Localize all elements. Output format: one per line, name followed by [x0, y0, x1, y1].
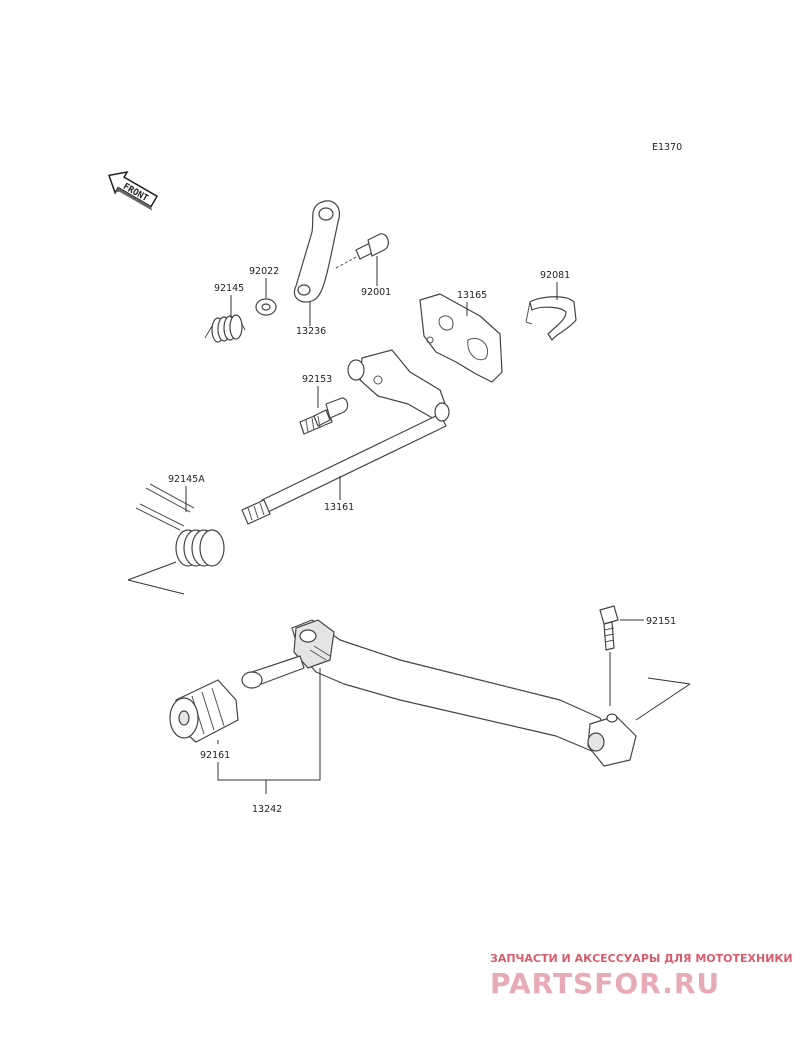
rubber-92161 [169, 679, 239, 743]
bolt-92151 [599, 605, 619, 706]
label-92153: 92153 [302, 374, 332, 385]
label-92081: 92081 [540, 270, 570, 281]
label-92161: 92161 [200, 750, 230, 761]
diagram-code: E1370 [652, 142, 682, 153]
label-92001: 92001 [361, 287, 391, 298]
lever-13236 [293, 200, 340, 303]
label-92145: 92145 [214, 283, 244, 294]
spring-92145 [204, 314, 246, 343]
spring-92145A [127, 483, 225, 595]
shift-pedal-13242 [241, 619, 691, 767]
clip-92081 [525, 296, 577, 341]
label-92022: 92022 [249, 266, 279, 277]
shift-shaft-13161 [241, 349, 450, 525]
label-13161: 13161 [324, 502, 354, 513]
plate-13165 [419, 293, 503, 383]
pin-92153 [299, 397, 349, 435]
label-13165: 13165 [457, 290, 487, 301]
label-13242: 13242 [252, 804, 282, 815]
watermark-logo: PARTSFOR.RU [490, 967, 720, 1000]
front-arrow-icon: FRONT [108, 170, 159, 211]
label-92151: 92151 [646, 616, 676, 627]
washer-92022 [255, 298, 277, 316]
label-92145A: 92145A [168, 474, 205, 485]
watermark-tagline: ЗАПЧАСТИ И АКСЕССУАРЫ ДЛЯ МОТОТЕХНИКИ [490, 952, 793, 965]
bolt-92001 [335, 233, 389, 269]
label-13236: 13236 [296, 326, 326, 337]
